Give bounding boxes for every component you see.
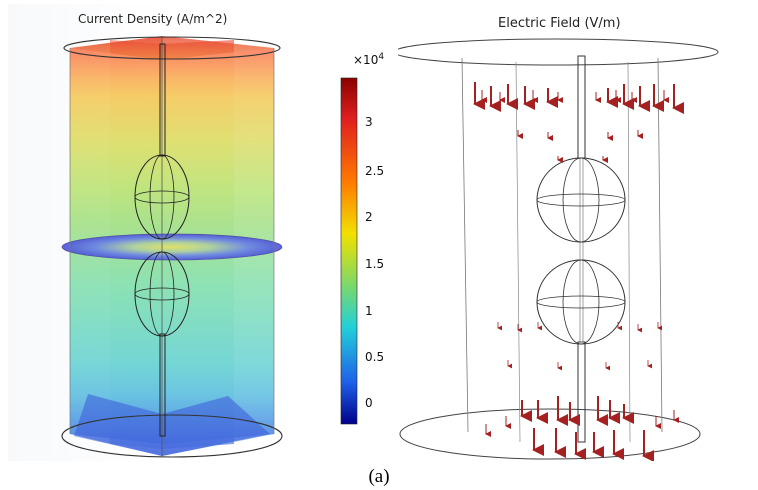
colorbar-tick: 1 (365, 304, 373, 318)
electric-field-geometry (398, 38, 719, 461)
colorbar-tick: 2 (365, 210, 373, 224)
colorbar-tick: 2.5 (365, 164, 385, 178)
electric-field-plot: Electric Field (V/m) (398, 4, 753, 461)
colorbar-tick: 0 (365, 396, 373, 410)
colorbar-tick: 0.5 (365, 350, 385, 364)
colorbar (340, 77, 358, 425)
electric-field-title: Electric Field (V/m) (498, 16, 621, 31)
current-density-title: Current Density (A/m^2) (78, 12, 228, 26)
current-density-plot: Current Density (A/m^2) (8, 4, 394, 461)
colorbar-tick: 1.5 (365, 257, 385, 271)
current-density-geometry (61, 36, 358, 458)
figure-caption: (a) (368, 466, 390, 487)
colorbar-tick: 3 (365, 115, 373, 129)
colorbar-multiplier: ×104 (353, 52, 385, 67)
